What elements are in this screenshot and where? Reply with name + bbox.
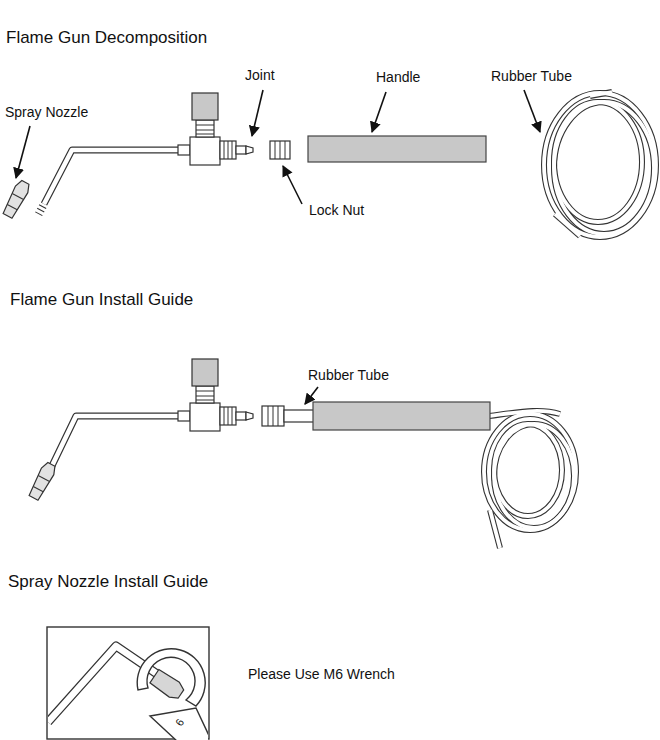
gun-tube bbox=[35, 150, 180, 216]
gun-tube bbox=[50, 416, 180, 470]
detail-frame bbox=[47, 627, 209, 739]
lock-nut bbox=[280, 141, 281, 159]
rubber-tube-coil bbox=[494, 424, 562, 516]
rubber-tube-coil bbox=[544, 92, 656, 237]
rubber-tube-coil bbox=[554, 102, 642, 222]
section-heading: Flame Gun Install Guide bbox=[10, 290, 193, 310]
rubber-tube-coil bbox=[484, 411, 576, 548]
rubber-tube-coil bbox=[494, 424, 574, 528]
rubber-tube-coil bbox=[544, 93, 656, 237]
rubber-tube-coil bbox=[554, 102, 654, 234]
part-name: Spray Nozzle bbox=[5, 104, 88, 121]
rubber-tube-coil bbox=[590, 92, 612, 96]
rubber-tube-coil bbox=[544, 92, 656, 237]
lock-nut bbox=[275, 141, 276, 159]
flame-gun-illustration bbox=[1, 179, 31, 219]
rubber-tube-coil bbox=[490, 510, 500, 548]
wrench-detail bbox=[150, 708, 208, 740]
leader-line bbox=[16, 90, 540, 404]
gun-tube bbox=[35, 205, 46, 216]
part-name: Handle bbox=[376, 69, 420, 86]
gun-tube bbox=[44, 150, 180, 204]
rubber-tube-coil bbox=[554, 102, 642, 222]
wrench-detail bbox=[137, 649, 205, 706]
part-name: Rubber Tube bbox=[308, 367, 389, 384]
rubber-tube-coil bbox=[554, 102, 654, 234]
flame-gun-illustration bbox=[27, 461, 57, 501]
gun-tube bbox=[37, 208, 44, 212]
leader-line bbox=[372, 92, 386, 132]
lock-nut bbox=[278, 406, 279, 426]
rubber-tube-coil bbox=[544, 93, 656, 237]
lock-nut bbox=[273, 406, 274, 426]
rubber-tube-coil bbox=[494, 424, 574, 528]
rubber-tube-coil bbox=[484, 411, 576, 548]
flame-gun-illustration bbox=[178, 359, 253, 431]
lock-nut bbox=[270, 141, 290, 159]
section-heading: Spray Nozzle Install Guide bbox=[8, 572, 208, 592]
leader-line bbox=[524, 90, 540, 132]
handle bbox=[313, 402, 490, 430]
gun-tube bbox=[39, 205, 46, 209]
gun-tube bbox=[50, 416, 180, 470]
handle bbox=[308, 136, 486, 162]
lock-nut bbox=[285, 141, 286, 159]
lock-nut bbox=[262, 406, 284, 426]
flame-gun-illustration bbox=[1, 179, 31, 219]
gun-tube bbox=[50, 416, 180, 470]
lock-nut bbox=[268, 406, 269, 426]
rubber-tube-coil bbox=[555, 214, 580, 236]
wrench-detail bbox=[149, 669, 186, 702]
rubber-tube-coil bbox=[484, 414, 576, 530]
flame-gun-illustration bbox=[178, 93, 253, 165]
part-name: Rubber Tube bbox=[491, 68, 572, 85]
rubber-tube-coil bbox=[484, 411, 576, 548]
wrench-detail bbox=[149, 669, 186, 702]
leader-line bbox=[283, 166, 302, 204]
rubber-tube-coil bbox=[484, 414, 576, 530]
leader-line bbox=[252, 90, 263, 136]
hose-stub bbox=[284, 410, 314, 422]
gun-tube bbox=[35, 212, 42, 216]
lock-nut bbox=[262, 406, 284, 426]
wrench-detail bbox=[48, 646, 208, 740]
rubber-tube-coil bbox=[544, 92, 656, 237]
section-heading: Flame Gun Decomposition bbox=[6, 28, 207, 48]
instruction-note: Please Use M6 Wrench bbox=[248, 666, 395, 683]
lock-nut bbox=[270, 141, 290, 159]
part-name: Joint bbox=[245, 67, 275, 84]
flame-gun-illustration bbox=[27, 461, 57, 501]
part-name: Lock Nut bbox=[309, 202, 364, 219]
gun-tube bbox=[44, 150, 180, 204]
rubber-tube-coil bbox=[494, 424, 562, 516]
leader-line bbox=[16, 126, 30, 178]
